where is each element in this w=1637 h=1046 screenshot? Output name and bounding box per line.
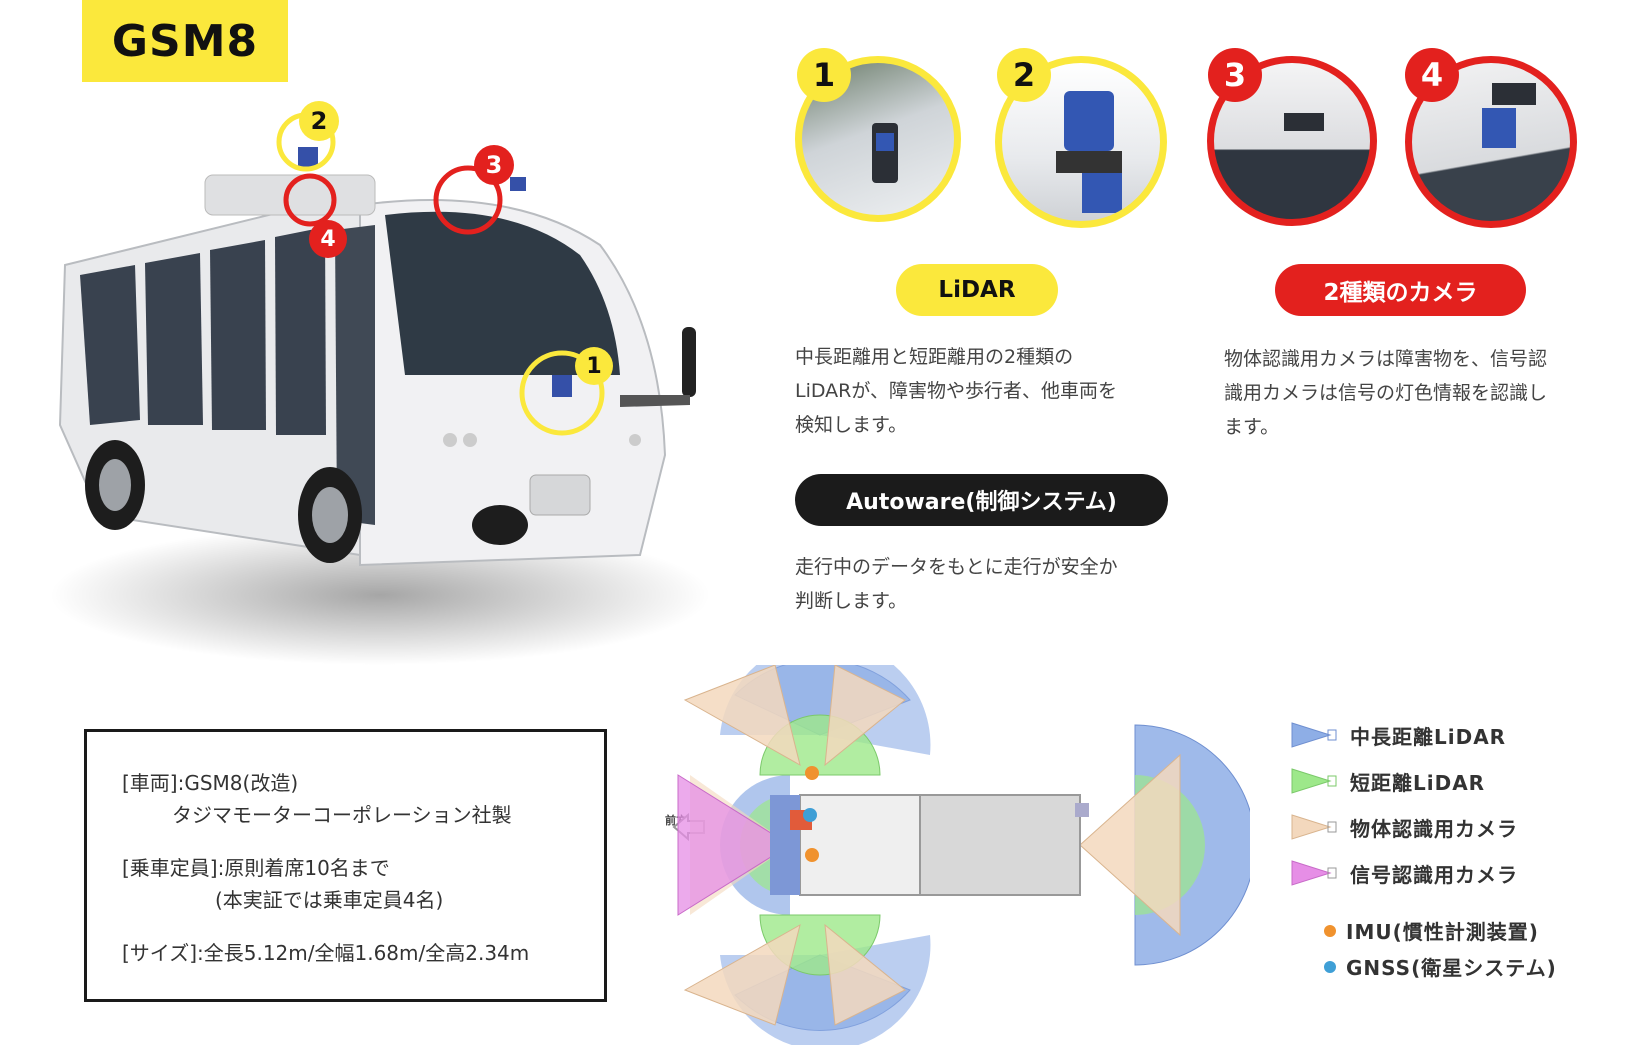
camera-label: 2種類のカメラ xyxy=(1275,264,1526,316)
spec-vehicle: [車両]:GSM8(改造) xyxy=(122,771,299,795)
gnss-dot-icon xyxy=(1324,960,1336,973)
bus-marker-3: 3 xyxy=(474,145,514,185)
page-title: GSM8 xyxy=(82,0,288,82)
sensor-coverage-diagram xyxy=(672,665,1250,1045)
lidar-thumbnail-2 xyxy=(995,56,1167,228)
legend-item-object-camera: 物体認識用カメラ xyxy=(1290,812,1518,842)
vehicle-spec-box: [車両]:GSM8(改造) タジマモーターコーポレーション社製 [乗車定員]:原… xyxy=(84,729,607,1002)
bus-marker-4: 4 xyxy=(309,220,347,258)
camera-thumbnail-4 xyxy=(1405,56,1577,228)
camera-description: 物体認識用カメラは障害物を、信号認 識用カメラは信号の灯色情報を認識し ます。 xyxy=(1224,348,1548,438)
spec-size: [サイズ]:全長5.12m/全幅1.68m/全高2.34m xyxy=(122,941,530,965)
legend-item-long-lidar: 中長距離LiDAR xyxy=(1290,720,1506,750)
signal-camera-icon xyxy=(1291,860,1337,886)
legend-item-short-lidar: 短距離LiDAR xyxy=(1290,766,1485,796)
thumbnail-badge-3: 3 xyxy=(1208,48,1262,102)
short-lidar-icon xyxy=(1291,768,1337,794)
thumbnail-badge-2: 2 xyxy=(997,48,1051,102)
legend-item-signal-camera: 信号認識用カメラ xyxy=(1290,858,1518,888)
imu-dot-icon xyxy=(1324,924,1336,937)
bus-marker-1: 1 xyxy=(575,347,613,385)
spec-maker: タジマモーターコーポレーション社製 xyxy=(172,803,512,827)
legend-item-gnss: GNSS(衛星システム) xyxy=(1324,952,1557,981)
long-lidar-icon xyxy=(1291,722,1337,748)
thumbnail-badge-1: 1 xyxy=(797,48,851,102)
autoware-description: 走行中のデータをもとに走行が安全か 判断します。 xyxy=(795,556,1118,612)
thumbnail-badge-4: 4 xyxy=(1405,48,1459,102)
spec-capacity: [乗車定員]:原則着席10名まで xyxy=(122,856,390,880)
autoware-label: Autoware(制御システム) xyxy=(795,474,1168,526)
lidar-description: 中長距離用と短距離用の2種類の LiDARが、障害物や歩行者、他車両を 検知しま… xyxy=(795,346,1117,436)
bus-illustration xyxy=(50,112,710,665)
object-camera-icon xyxy=(1291,814,1337,840)
legend-item-imu: IMU(慣性計測装置) xyxy=(1324,916,1539,945)
bus-marker-2: 2 xyxy=(299,101,339,141)
spec-capacity-note: (本実証では乗車定員4名) xyxy=(215,888,444,912)
lidar-label: LiDAR xyxy=(896,264,1058,316)
